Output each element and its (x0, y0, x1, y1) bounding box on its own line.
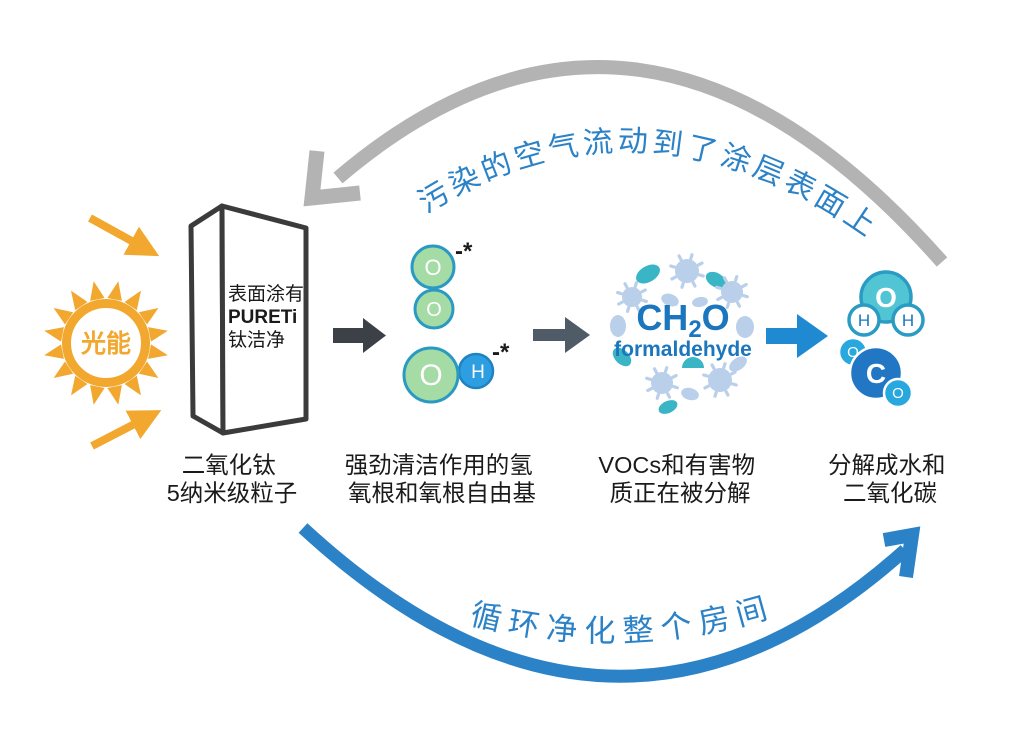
caption-radicals: 强劲清洁作用的氢 氧根和氧根自由基 (345, 452, 540, 506)
voc-particles (610, 253, 754, 414)
bottom-flow-arrow (298, 523, 921, 683)
light-ray-arrow-upper (88, 214, 160, 257)
stage-arrow-2 (533, 317, 590, 353)
water-molecule: O H H (847, 270, 925, 337)
light-ray-arrow-lower (90, 410, 162, 450)
light-ray-arrows (88, 214, 162, 450)
superoxide-o2-label: O (426, 299, 442, 321)
water-h-left-label: H (858, 311, 870, 330)
caption-vocs: VOCs和有害物 质正在被分解 (598, 452, 761, 506)
co2-o-bottom-circle (882, 377, 914, 409)
stage-arrow-3 (766, 314, 828, 358)
hydroxyl-h-label: H (471, 362, 485, 383)
hydroxyl-o-label: O (419, 359, 442, 392)
hydroxyl-charge-label: -* (492, 339, 510, 366)
top-flow-arrowhead-icon (303, 150, 361, 207)
stage-arrow-1 (333, 318, 386, 353)
formaldehyde-formula: CH2O (636, 297, 729, 343)
co2-c-label: C (866, 358, 886, 389)
superoxide-charge-label: -* (455, 238, 473, 265)
superoxide-o1-circle (410, 244, 456, 290)
superoxide-o2-circle (413, 288, 455, 330)
co2-o-bottom-label: O (892, 385, 904, 402)
hydroxyl-o-circle (402, 346, 460, 404)
formaldehyde-name: formaldehyde (614, 338, 752, 361)
water-h-right-label: H (902, 311, 914, 330)
co2-molecule: O C O (837, 336, 914, 409)
caption-tio2: 二氧化钛 5纳米级粒子 (167, 452, 298, 506)
bottom-flow-arrowhead-icon (882, 526, 921, 578)
panel-label: 表面涂有 PURETi 钛洁净 (228, 283, 309, 351)
sun-icon: 光能 (44, 281, 168, 405)
water-h-left-circle (847, 303, 881, 337)
coated-panel (188, 203, 309, 436)
formaldehyde-cloud: CH2O formaldehyde (610, 253, 754, 414)
light-energy-label: 光能 (80, 329, 131, 358)
water-o-label: O (875, 282, 897, 313)
water-h-right-circle (891, 303, 925, 337)
co2-o-top-label: O (847, 344, 859, 361)
radical-molecules: O O -* O H -* (402, 238, 510, 404)
superoxide-o1-label: O (424, 255, 441, 280)
caption-products: 分解成水和 二氧化碳 (828, 452, 952, 506)
bottom-flow-label: 循环净化整个房间 (467, 589, 778, 649)
top-flow-arrow (303, 60, 948, 267)
